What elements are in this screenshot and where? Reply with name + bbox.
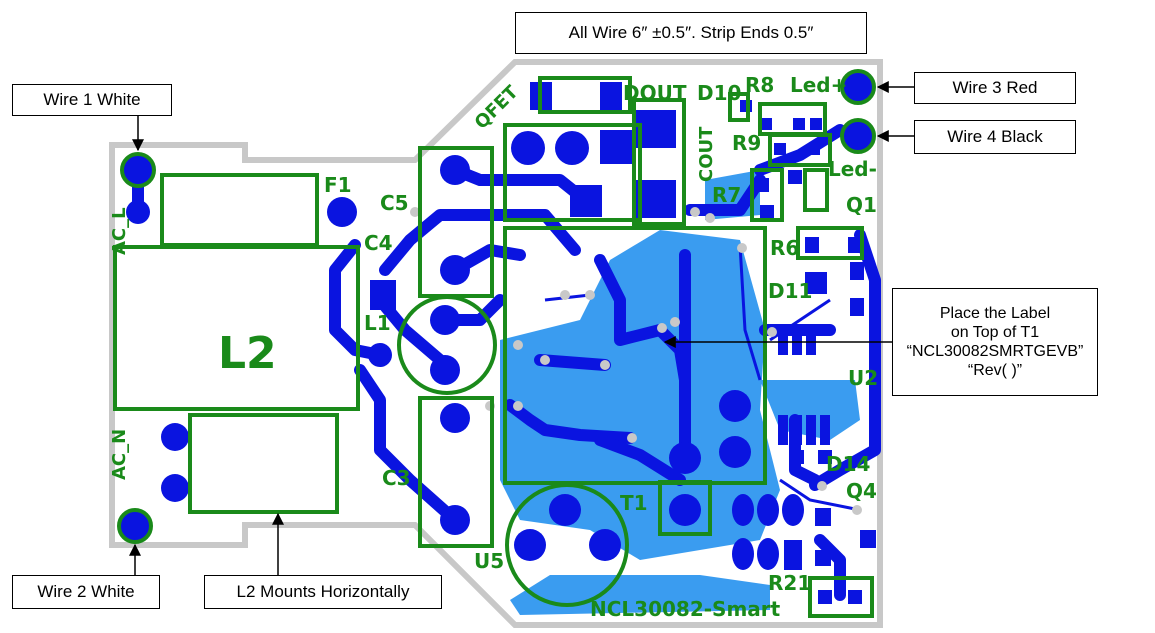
silk-cout: COUT xyxy=(696,126,717,182)
silk-d10: D10 xyxy=(697,81,741,105)
silk-ac-l: AC_L xyxy=(109,207,130,255)
callout-wire-4: Wire 4 Black xyxy=(914,120,1076,154)
silk-c4: C4 xyxy=(364,231,393,255)
callout-l2-mount: L2 Mounts Horizontally xyxy=(204,575,442,609)
silk-d11: D11 xyxy=(768,279,812,303)
wire-terminals xyxy=(117,69,876,544)
silk-board-name: NCL30082-Smart xyxy=(590,597,781,621)
silk-c3: C3 xyxy=(382,466,411,490)
silk-r21: R21 xyxy=(768,571,811,595)
l1-outline xyxy=(397,295,497,395)
callout-arrows xyxy=(129,81,914,575)
callout-place-label: Place the Label on Top of T1 “NCL30082SM… xyxy=(892,288,1098,396)
silk-r7: R7 xyxy=(712,183,741,207)
qfet-outline xyxy=(503,123,642,222)
l2-outline xyxy=(113,245,360,411)
silk-f1: F1 xyxy=(324,173,352,197)
t1-outline xyxy=(503,226,767,485)
u5-outline xyxy=(505,483,629,607)
silk-u2: U2 xyxy=(848,366,878,390)
silk-r9: R9 xyxy=(732,131,761,155)
silk-d14: D14 xyxy=(826,452,870,476)
wire-1-pad xyxy=(120,152,156,188)
silk-l2: L2 xyxy=(218,328,277,379)
silk-l1: L1 xyxy=(364,311,391,335)
ac-n-outline xyxy=(188,413,339,514)
silk-u5: U5 xyxy=(474,549,504,573)
callout-wire-3: Wire 3 Red xyxy=(914,72,1076,104)
dout-outline xyxy=(538,76,632,114)
board-outline xyxy=(109,59,883,628)
callout-wire-2: Wire 2 White xyxy=(12,575,160,609)
label-line-3: “NCL30082SMRTGEVB” xyxy=(906,343,1084,360)
silk-led-plus: Led+ xyxy=(790,73,847,97)
callout-wire-1: Wire 1 White xyxy=(12,84,172,116)
silk-r6: R6 xyxy=(770,236,799,260)
silk-c5: C5 xyxy=(380,191,409,215)
silk-q1: Q1 xyxy=(846,193,877,217)
silkscreen-outlines xyxy=(113,76,874,618)
pads xyxy=(126,82,876,604)
silk-ac-n: AC_N xyxy=(109,429,130,480)
c3-outline xyxy=(418,396,494,548)
label-line-1: Place the Label xyxy=(939,305,1051,322)
wire-4-pad xyxy=(840,118,876,154)
label-line-4: “Rev( )” xyxy=(967,362,1023,379)
silk-r8: R8 xyxy=(745,73,774,97)
wire-2-pad xyxy=(117,508,153,544)
cout-outline xyxy=(632,98,686,226)
silk-t1: T1 xyxy=(620,491,648,515)
fuse-f1-outline xyxy=(160,173,319,247)
silk-dout: DOUT xyxy=(623,81,687,105)
wire-3-pad xyxy=(840,69,876,105)
t1-pin-outline xyxy=(658,480,712,536)
silk-q4: Q4 xyxy=(846,479,877,503)
callout-top-wire-spec: All Wire 6″ ±0.5″. Strip Ends 0.5″ xyxy=(515,12,867,54)
label-line-2: on Top of T1 xyxy=(950,324,1040,341)
silk-led-minus: Led- xyxy=(828,157,877,181)
